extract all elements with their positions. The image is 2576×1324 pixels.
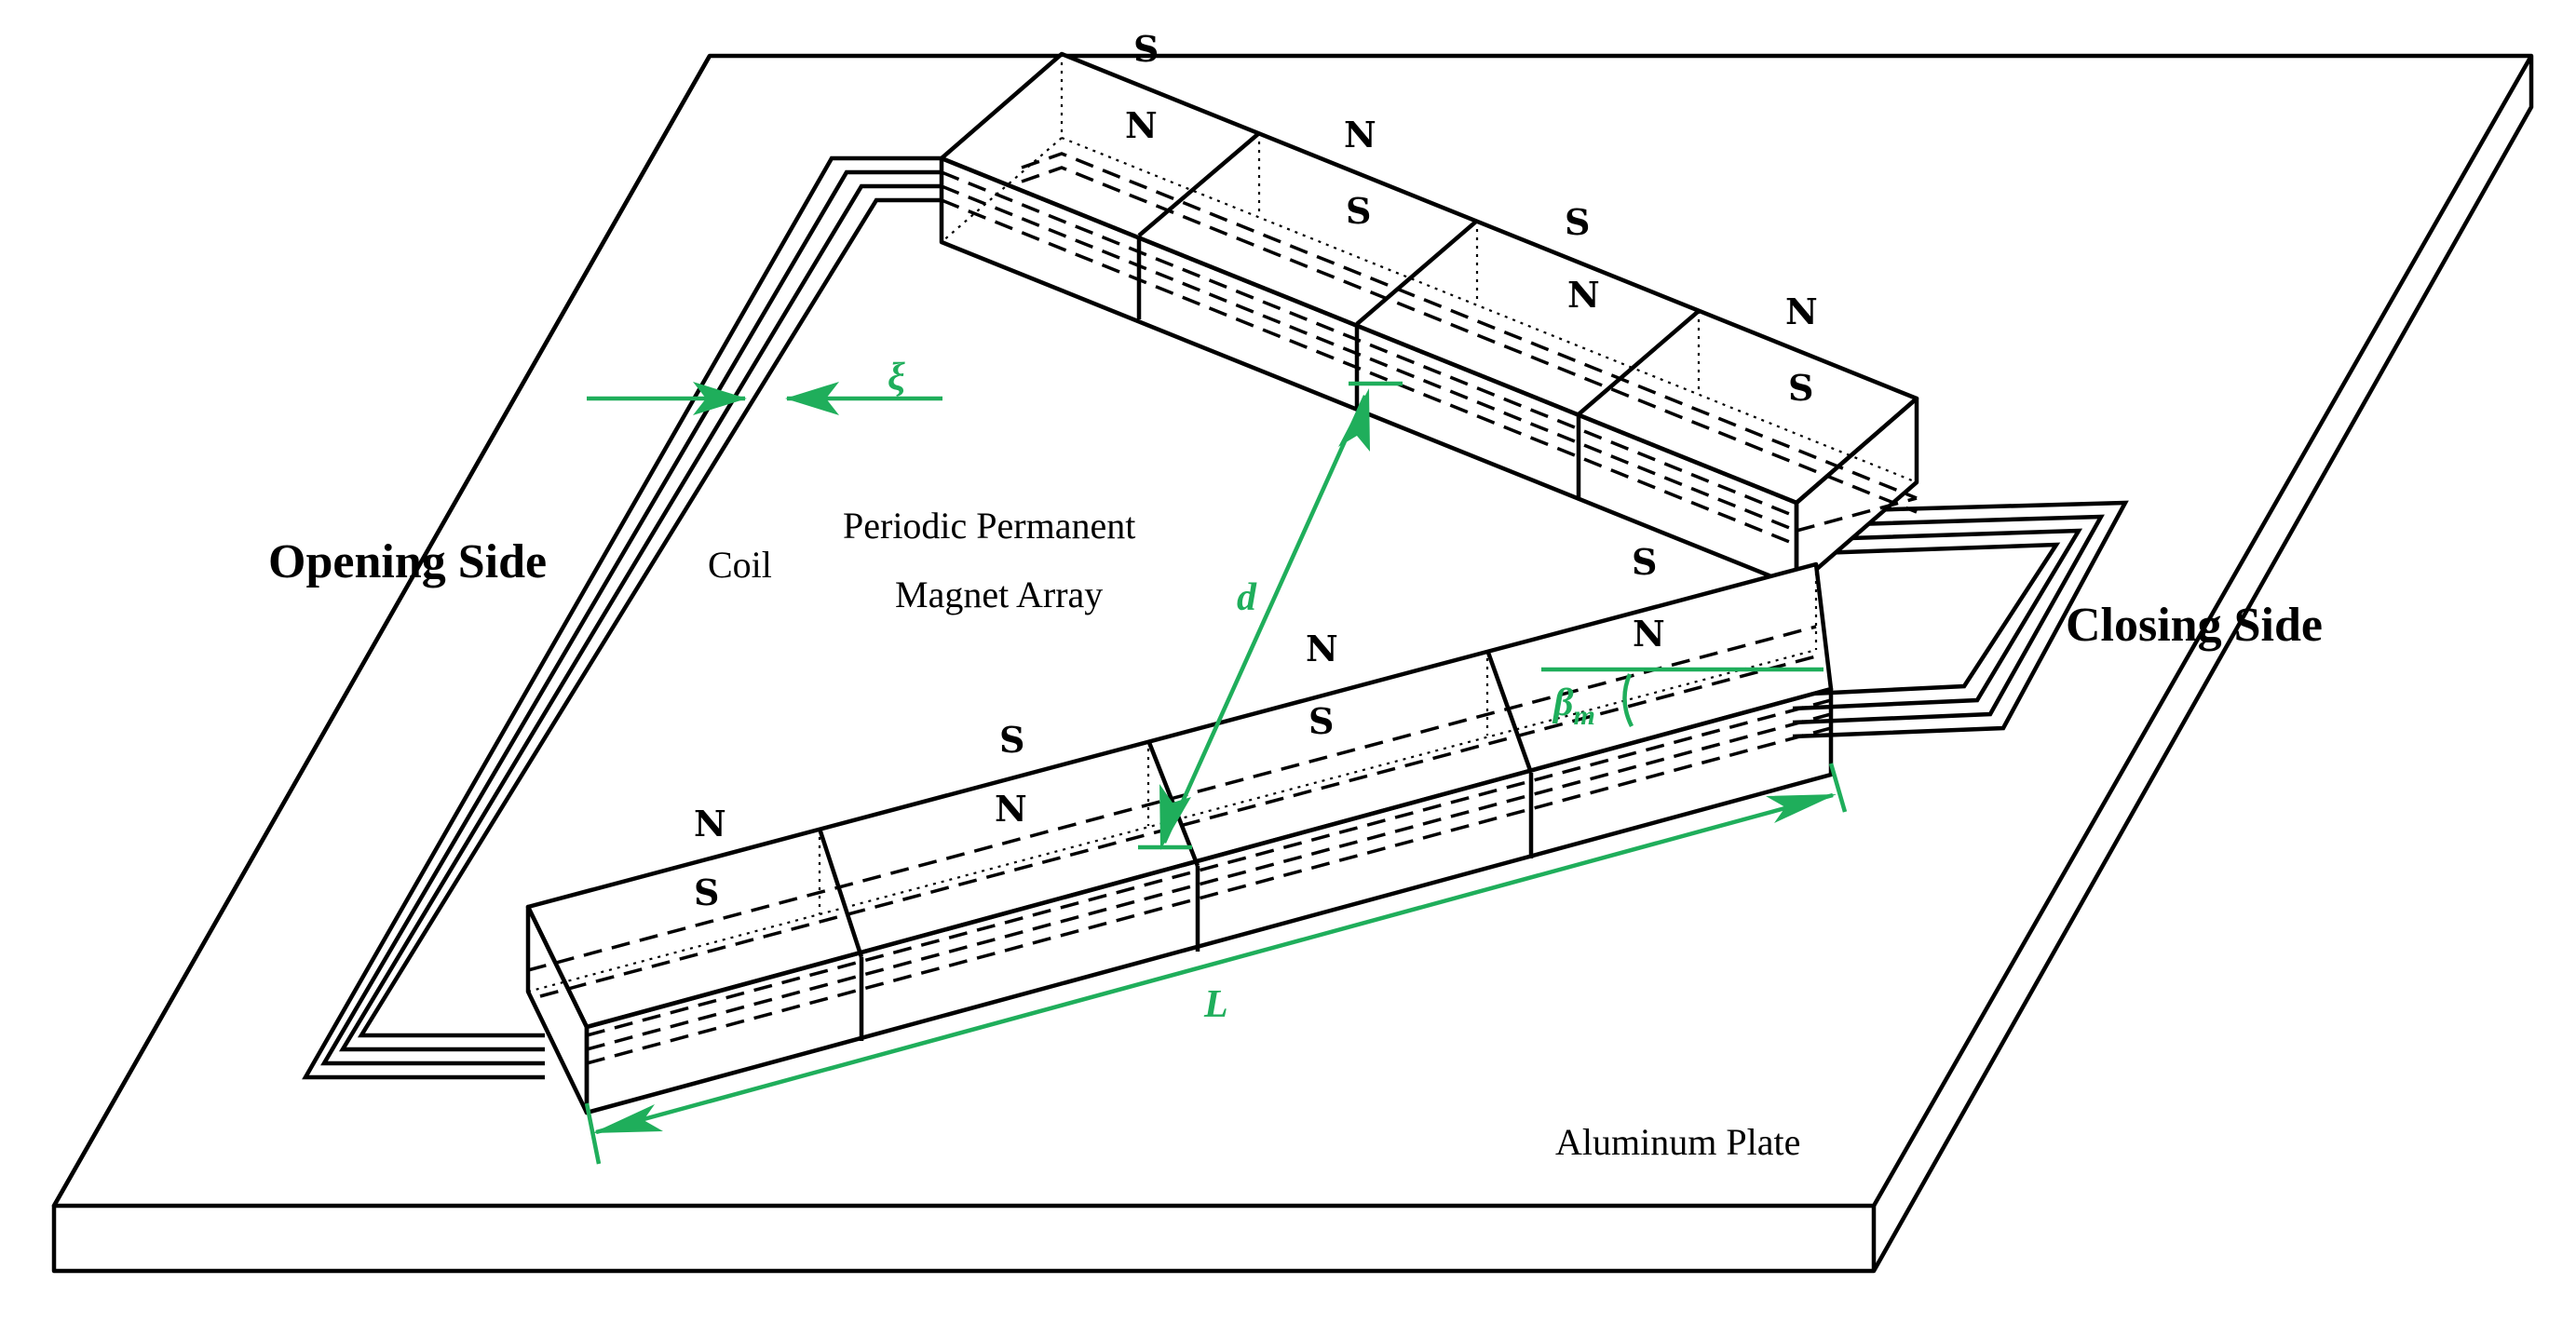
- dimension-annotations: ξ d L βm: [584, 356, 1848, 1165]
- upper-magnet-array: [939, 51, 1919, 589]
- pole-label: N: [694, 803, 726, 844]
- pole-label: S: [1133, 28, 1159, 70]
- opening-side-label: Opening Side: [268, 535, 547, 588]
- coil-label: Coil: [708, 544, 772, 586]
- array-label-line1: Periodic Permanent: [843, 505, 1135, 547]
- pole-label: N: [1785, 290, 1818, 332]
- L-symbol: L: [1203, 983, 1228, 1026]
- pole-label: N: [1567, 274, 1600, 316]
- pole-label: S: [694, 871, 719, 913]
- pole-label: N: [1633, 613, 1665, 655]
- pole-label: S: [1788, 367, 1813, 409]
- pole-label: N: [1306, 628, 1338, 669]
- pole-label: S: [1346, 190, 1371, 232]
- pole-label: N: [1125, 104, 1158, 146]
- pole-label: S: [999, 719, 1024, 761]
- closing-side-label: Closing Side: [2066, 599, 2323, 652]
- xi-symbol: ξ: [888, 356, 905, 399]
- beta-symbol: βm: [1552, 682, 1595, 731]
- d-symbol: d: [1237, 576, 1257, 619]
- coil: [302, 155, 2129, 1080]
- pole-label: S: [1308, 700, 1334, 742]
- pole-label: S: [1565, 201, 1590, 243]
- pole-label: N: [1344, 114, 1376, 155]
- aluminum-plate-label: Aluminum Plate: [1555, 1121, 1800, 1163]
- pole-label: N: [995, 788, 1027, 830]
- pole-labels: S N N S S N N S N S S N N S S N: [694, 28, 1818, 913]
- lower-magnet-array: [525, 561, 1834, 1115]
- pole-label: S: [1632, 541, 1657, 583]
- array-label-line2: Magnet Array: [895, 574, 1103, 615]
